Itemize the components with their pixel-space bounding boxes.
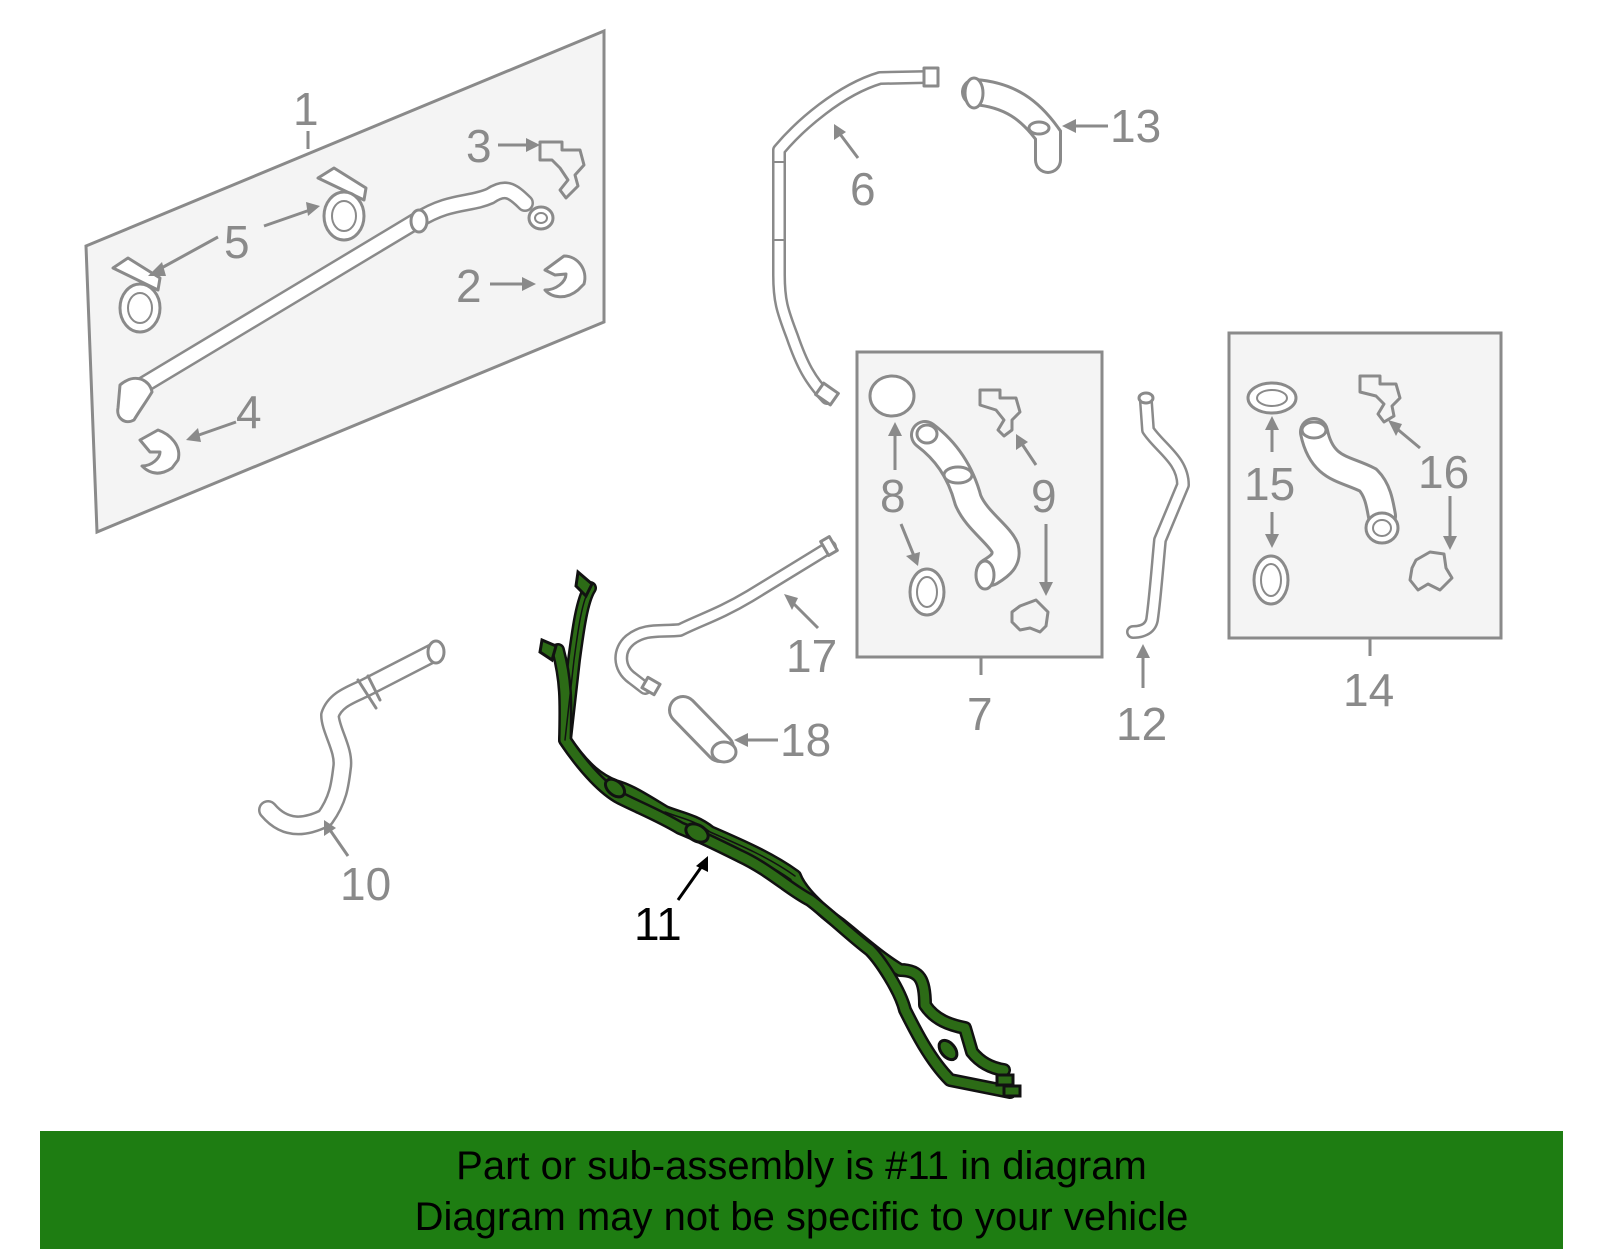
- label-12[interactable]: 12: [1116, 698, 1167, 750]
- label-7[interactable]: 7: [967, 688, 993, 740]
- o-ring-8b[interactable]: [908, 567, 946, 617]
- label-13[interactable]: 13: [1110, 100, 1161, 152]
- label-2[interactable]: 2: [456, 260, 482, 312]
- o-ring-15b[interactable]: [1252, 554, 1290, 606]
- label-11[interactable]: 11: [634, 898, 682, 950]
- connector-18[interactable]: [668, 695, 738, 764]
- tube-12[interactable]: [1126, 391, 1190, 639]
- hose-14[interactable]: [1299, 417, 1400, 545]
- clamp-2[interactable]: [543, 254, 587, 299]
- group-14-box: 14 15 16: [1227, 331, 1503, 716]
- group-1-panel: 1 5 3: [84, 28, 606, 535]
- label-18[interactable]: 18: [780, 714, 831, 766]
- elbow-13[interactable]: [961, 76, 1062, 174]
- clip-16b[interactable]: [1408, 550, 1454, 592]
- group-7-box: 7 8 9: [855, 350, 1104, 740]
- part-info-banner: Part or sub-assembly is #11 in diagram D…: [40, 1131, 1563, 1249]
- hose-11-highlighted[interactable]: [538, 569, 1022, 1099]
- clip-9a[interactable]: [978, 388, 1022, 438]
- banner-line-2: Diagram may not be specific to your vehi…: [414, 1195, 1189, 1239]
- clamp-4[interactable]: [138, 428, 181, 475]
- label-15[interactable]: 15: [1244, 458, 1295, 510]
- banner-line-1: Part or sub-assembly is #11 in diagram: [456, 1144, 1147, 1188]
- hose-10[interactable]: [258, 639, 446, 836]
- tube-6[interactable]: [772, 66, 940, 407]
- label-17[interactable]: 17: [786, 630, 837, 682]
- label-10[interactable]: 10: [340, 858, 391, 910]
- clip-3[interactable]: [538, 140, 586, 200]
- label-5[interactable]: 5: [224, 216, 250, 268]
- o-ring-8a[interactable]: [868, 374, 916, 418]
- label-1[interactable]: 1: [293, 83, 319, 135]
- tube-17[interactable]: [614, 535, 839, 697]
- clip-16a[interactable]: [1358, 374, 1402, 424]
- clamp-5b[interactable]: [316, 166, 368, 242]
- clip-9b[interactable]: [1010, 598, 1050, 634]
- label-3[interactable]: 3: [466, 120, 492, 172]
- label-9[interactable]: 9: [1031, 470, 1057, 522]
- hose-assembly-1[interactable]: [116, 181, 555, 424]
- label-14[interactable]: 14: [1343, 664, 1394, 716]
- gasket-15a[interactable]: [1246, 381, 1298, 415]
- label-16[interactable]: 16: [1418, 446, 1469, 498]
- label-6[interactable]: 6: [850, 163, 876, 215]
- label-8[interactable]: 8: [880, 470, 906, 522]
- label-4[interactable]: 4: [236, 386, 262, 438]
- clamp-5a[interactable]: [111, 256, 162, 334]
- hose-7[interactable]: [910, 420, 1021, 591]
